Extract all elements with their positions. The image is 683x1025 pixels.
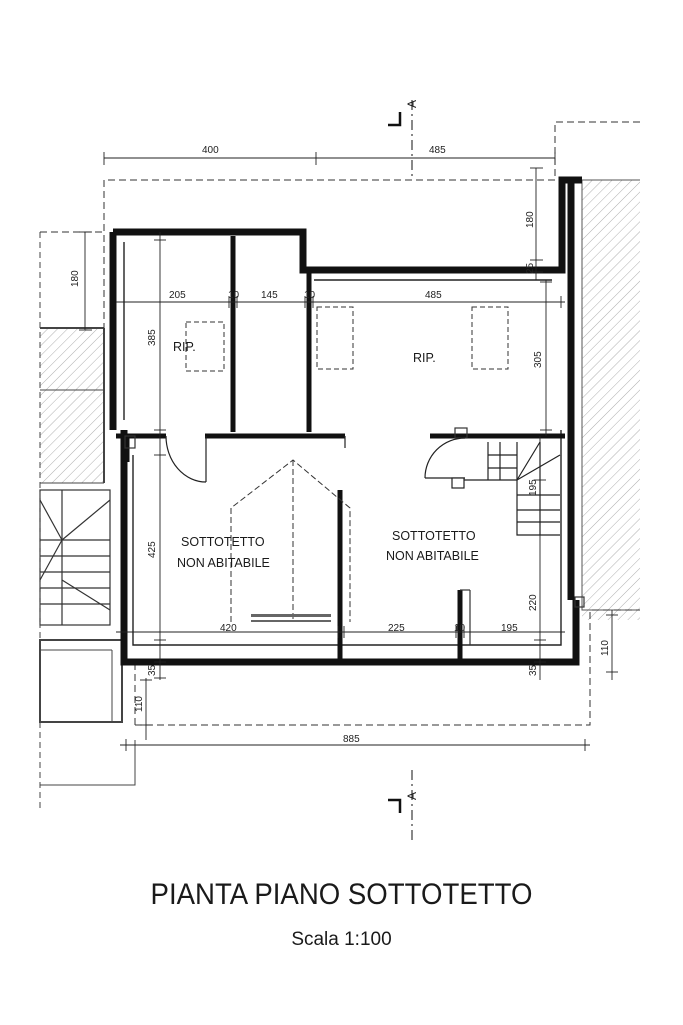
section-label-bottom: A bbox=[405, 792, 419, 800]
dim-right-top-vertical: 180 bbox=[525, 211, 536, 228]
room-label-attic-left-2: NON ABITABILE bbox=[177, 556, 270, 570]
skylights bbox=[185, 306, 509, 372]
section-label-top: A bbox=[405, 100, 419, 108]
dim-left-top-vertical: 180 bbox=[70, 270, 81, 287]
room-label-rip-left: RIP. bbox=[173, 340, 196, 354]
door-swing-right bbox=[424, 437, 466, 479]
dimension-lines bbox=[79, 152, 618, 751]
dim-rip-height-left: 385 bbox=[147, 329, 158, 346]
dim-rip-width-2: 145 bbox=[261, 290, 278, 301]
dim-bottom-width-2: 225 bbox=[388, 623, 405, 634]
dim-bottom-width-1: 420 bbox=[220, 623, 237, 634]
dim-total-width: 885 bbox=[343, 734, 360, 745]
dim-eave-right: 110 bbox=[600, 640, 611, 656]
dim-rip-width-1: 205 bbox=[169, 290, 186, 301]
dim-right-vertical: 220 bbox=[528, 594, 539, 611]
floor-vent bbox=[251, 614, 331, 622]
dim-top-left: 400 bbox=[202, 145, 219, 156]
dim-wall-bottom-left: 35 bbox=[147, 664, 158, 676]
dim-rip-height-right: 305 bbox=[533, 351, 544, 368]
partition-walls-thin bbox=[124, 427, 585, 645]
exterior-walls bbox=[109, 176, 582, 666]
dim-bottom-gap: 10 bbox=[454, 623, 466, 634]
dim-rip-width-3: 485 bbox=[425, 290, 442, 301]
room-label-attic-right-2: NON ABITABILE bbox=[386, 549, 479, 563]
adjacent-building-lower-left bbox=[39, 232, 136, 810]
room-label-attic-right-1: SOTTOTETTO bbox=[392, 529, 476, 543]
drawing-scale: Scala 1:100 bbox=[291, 929, 392, 950]
dim-eave-left: 110 bbox=[134, 696, 145, 712]
dim-rip-gap-2: 10 bbox=[304, 290, 316, 301]
dim-rip-gap-1: 10 bbox=[228, 290, 240, 301]
dim-top-right: 485 bbox=[429, 145, 446, 156]
roof-outline bbox=[40, 121, 640, 726]
adjacent-building-right bbox=[581, 179, 640, 620]
section-markers bbox=[388, 100, 413, 840]
exterior-walls-inner bbox=[123, 242, 562, 646]
attic-roof-outline bbox=[230, 459, 351, 622]
adjacent-stair-left bbox=[39, 489, 111, 626]
dim-bottom-width-3: 195 bbox=[501, 623, 518, 634]
dim-wall-bottom-right: 35 bbox=[528, 664, 539, 676]
door-swing-left bbox=[165, 435, 207, 483]
room-label-rip-right: RIP. bbox=[413, 351, 436, 365]
partition-walls bbox=[116, 236, 565, 660]
dim-attic-height: 425 bbox=[147, 541, 158, 558]
adjacent-building-left bbox=[40, 327, 105, 484]
dim-stair-height: 195 bbox=[528, 479, 539, 496]
drawing-title: PIANTA PIANO SOTTOTETTO bbox=[150, 878, 533, 911]
floor-plan: A A RIP. RIP. SOTTOTETTO NON ABITABILE S… bbox=[39, 100, 640, 840]
staircase bbox=[451, 441, 561, 536]
room-label-attic-left-1: SOTTOTETTO bbox=[181, 535, 265, 549]
dim-right-small: 25 bbox=[525, 262, 536, 274]
